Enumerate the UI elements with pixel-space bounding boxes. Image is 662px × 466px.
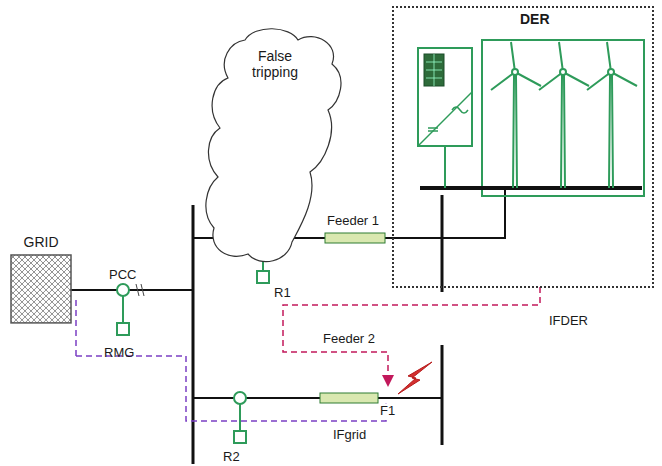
breaker-circle: [117, 284, 129, 296]
wind-turbines: [491, 42, 637, 188]
ct-marks: [136, 284, 144, 296]
grid-line: [70, 289, 193, 291]
feeder-impedance: [325, 233, 385, 243]
feeder-line: [193, 397, 442, 399]
grid-source: [10, 254, 72, 324]
relay-node: R2: [233, 430, 247, 444]
pv-inverter: [418, 48, 472, 188]
feeder-impedance: [320, 393, 378, 403]
node-label: False tripping: [238, 48, 312, 80]
relay-wire: [239, 404, 241, 430]
relay-wire: [122, 296, 124, 322]
text-label: Feeder 1: [326, 214, 380, 229]
node-label: R1: [274, 286, 291, 301]
grid-node: GRID: [10, 234, 72, 324]
fault-current-path: [75, 300, 77, 356]
load-bus: [441, 345, 444, 445]
fault-current-path: [283, 287, 540, 384]
relay-node: R1: [256, 270, 270, 284]
wind-farm-frame: [482, 40, 644, 196]
text-label: F1: [379, 404, 396, 419]
node-label: R2: [223, 450, 240, 465]
relay-node: RMG: [116, 322, 130, 336]
text-label: PCC: [108, 268, 137, 283]
fault-symbol: [398, 362, 432, 394]
der-bus: [441, 195, 444, 292]
text-label: IFgrid: [332, 428, 367, 443]
breaker-circle: [234, 392, 246, 404]
node-label: DER: [520, 11, 550, 27]
der-node: DER: [392, 6, 654, 288]
node-label: GRID: [10, 234, 72, 250]
node-label: RMG: [104, 346, 134, 361]
text-label: Feeder 2: [322, 332, 376, 347]
fault-current-path: [76, 356, 386, 421]
text-label: IFDER: [548, 314, 589, 329]
main-bus: [192, 205, 195, 464]
cloud-node: False tripping: [200, 22, 350, 268]
hatched-box: [10, 254, 72, 324]
